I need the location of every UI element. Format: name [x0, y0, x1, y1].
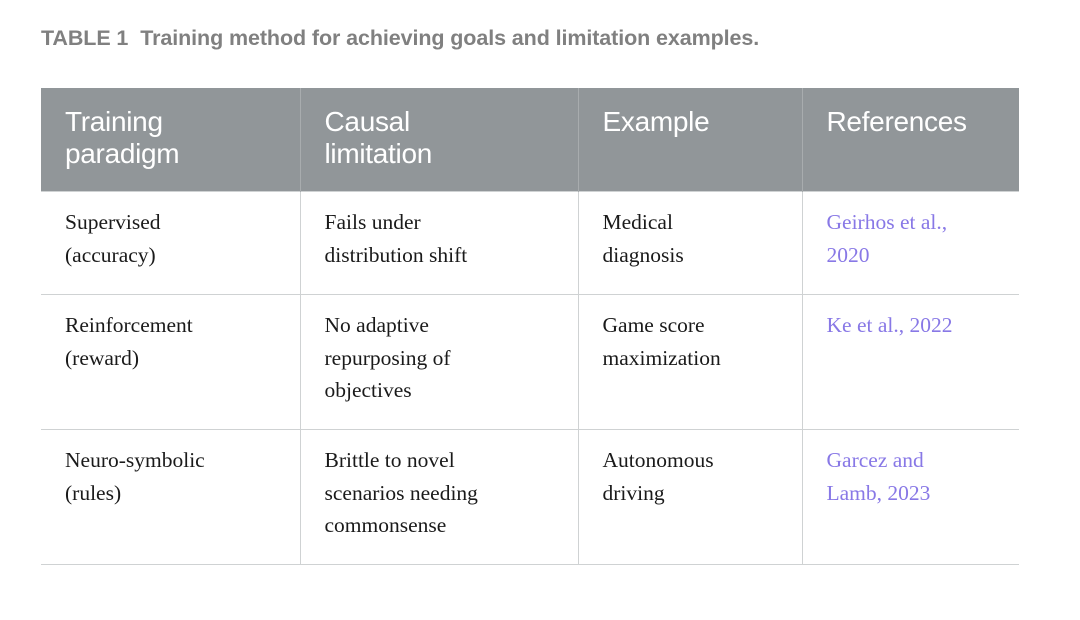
cell-line-1: Fails under [324, 209, 421, 234]
column-header-line-1: Example [602, 106, 710, 137]
column-header-line-1: Causal [324, 106, 411, 137]
cell-example: Game score maximization [578, 294, 803, 430]
table-header: Training paradigm Causal limitation Exam… [41, 88, 1019, 192]
cell-line-1: Medical [602, 209, 673, 234]
column-header-training-paradigm: Training paradigm [41, 88, 301, 192]
cell-causal-limitation: No adaptive repurposing of objectives [300, 294, 579, 430]
cell-line-1[interactable]: Geirhos et al., [826, 209, 948, 234]
table-caption-label: TABLE 1 [41, 26, 129, 50]
cell-line-3: objectives [324, 378, 412, 403]
cell-line-2: scenarios needing [324, 480, 478, 505]
cell-example: Medical diagnosis [578, 190, 803, 295]
cell-line-1[interactable]: Garcez and [826, 447, 924, 472]
cell-training-paradigm: Reinforcement (reward) [41, 294, 301, 430]
cell-line-3: commonsense [324, 513, 447, 538]
cell-line-1: Autonomous [602, 447, 714, 472]
table-caption: TABLE 1 Training method for achieving goa… [41, 26, 1031, 51]
cell-line-2: distribution shift [324, 242, 468, 267]
cell-line-2[interactable]: Lamb, 2023 [826, 480, 931, 505]
cell-line-2: repurposing of [324, 345, 451, 370]
cell-causal-limitation: Brittle to novel scenarios needing commo… [300, 429, 579, 565]
training-method-table: Training paradigm Causal limitation Exam… [41, 88, 1019, 565]
table-container: Training paradigm Causal limitation Exam… [41, 88, 1019, 565]
column-header-line-2: limitation [324, 138, 433, 170]
column-header-line-1: References [826, 106, 967, 137]
table-caption-title: Training method for achieving goals and … [140, 26, 760, 50]
cell-line-2: maximization [602, 345, 721, 370]
column-header-example: Example [578, 88, 803, 192]
table-row: Reinforcement (reward) No adaptive repur… [41, 294, 1019, 430]
cell-line-2: (accuracy) [65, 242, 156, 267]
column-header-line-2: paradigm [65, 138, 180, 170]
cell-reference-link[interactable]: Geirhos et al., 2020 [802, 190, 1019, 295]
cell-line-1[interactable]: Ke et al., 2022 [826, 312, 953, 337]
cell-line-1: Neuro-symbolic [65, 447, 205, 472]
cell-line-1: Supervised [65, 209, 161, 234]
cell-training-paradigm: Supervised (accuracy) [41, 190, 301, 295]
table-body: Supervised (accuracy) Fails under distri… [41, 190, 1019, 565]
cell-causal-limitation: Fails under distribution shift [300, 190, 579, 295]
cell-training-paradigm: Neuro-symbolic (rules) [41, 429, 301, 565]
table-row: Supervised (accuracy) Fails under distri… [41, 190, 1019, 295]
table-header-row: Training paradigm Causal limitation Exam… [41, 88, 1019, 192]
column-header-line-1: Training [65, 106, 163, 137]
cell-line-2: (rules) [65, 480, 122, 505]
cell-line-1: No adaptive [324, 312, 429, 337]
cell-reference-link[interactable]: Ke et al., 2022 [802, 294, 1019, 430]
cell-reference-link[interactable]: Garcez and Lamb, 2023 [802, 429, 1019, 565]
cell-line-2: driving [602, 480, 665, 505]
table-row: Neuro-symbolic (rules) Brittle to novel … [41, 429, 1019, 565]
cell-line-2: diagnosis [602, 242, 684, 267]
column-header-references: References [802, 88, 1019, 192]
cell-line-2: (reward) [65, 345, 140, 370]
cell-line-2[interactable]: 2020 [826, 242, 870, 267]
column-header-causal-limitation: Causal limitation [300, 88, 579, 192]
cell-line-1: Brittle to novel [324, 447, 455, 472]
cell-line-1: Game score [602, 312, 705, 337]
cell-example: Autonomous driving [578, 429, 803, 565]
cell-line-1: Reinforcement [65, 312, 193, 337]
